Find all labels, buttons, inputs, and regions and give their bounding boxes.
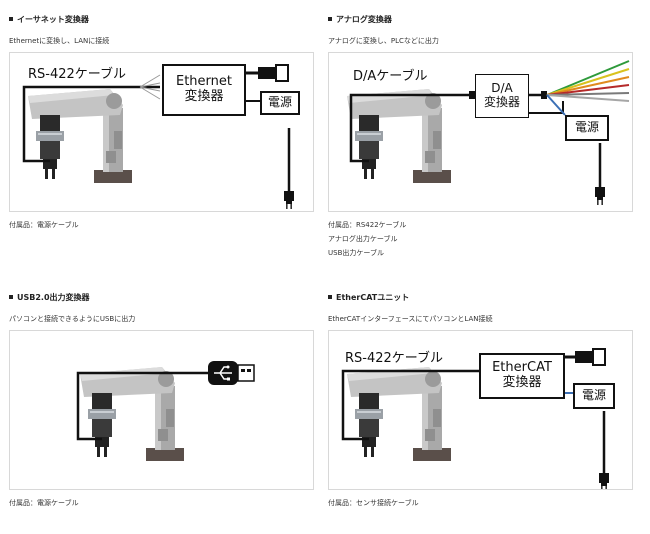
converter-box: EtherCAT 変換器: [479, 353, 565, 399]
power-box: 電源: [260, 91, 300, 115]
converter-type: 変換器: [502, 375, 542, 390]
robot-illustration: [22, 64, 294, 209]
power-box: 電源: [573, 383, 615, 409]
power-label: 電源: [574, 120, 599, 135]
accessories: 付属品：センサ接続ケーブル: [328, 496, 633, 510]
accessories: 付属品：RS422ケーブル アナログ出力ケーブル USB出力ケーブル: [328, 218, 633, 260]
diagram-analog: D/Aケーブル D/A 変換器 電源: [328, 52, 633, 212]
accessory-item: 付属品：電源ケーブル: [9, 499, 79, 507]
power-label: 電源: [267, 95, 292, 110]
section-title: EtherCATユニット: [328, 292, 633, 304]
section-ethercat: EtherCATユニット EtherCATインターフェースにてパソコンとLAN接…: [328, 292, 633, 510]
diagram-ethercat: RS-422ケーブル EtherCAT 変換器 電源: [328, 330, 633, 490]
section-description: EtherCATインターフェースにてパソコンとLAN接続: [328, 315, 493, 323]
robot-illustration: [76, 361, 255, 461]
robot-illustration: [347, 60, 630, 205]
cable-label: RS-422ケーブル: [28, 67, 127, 82]
robot-illustration: [341, 348, 609, 489]
diagram-ethernet: RS-422ケーブル Ethernet 変換器 電源: [9, 52, 314, 212]
section-description: パソコンと接続できるようにUSBに出力: [9, 315, 136, 323]
section-description: アナログに変換し、PLCなどに出力: [328, 37, 439, 45]
accessories: 付属品：電源ケーブル: [9, 218, 314, 232]
converter-type: 変換器: [184, 89, 224, 104]
diagram-usb: [9, 330, 314, 490]
section-analog: アナログ変換器 アナログに変換し、PLCなどに出力 D/Aケーブル D/A: [328, 14, 633, 260]
section-title: アナログ変換器: [328, 14, 633, 26]
cable-label: RS-422ケーブル: [345, 351, 444, 366]
power-box: 電源: [565, 115, 609, 141]
converter-box: Ethernet 変換器: [162, 64, 246, 116]
section-title: USB2.0出力変換器: [9, 292, 314, 304]
cable-label: D/Aケーブル: [353, 69, 428, 84]
accessory-item: 付属品：センサ接続ケーブル: [328, 499, 419, 507]
accessory-item: 付属品：RS422ケーブル: [328, 221, 407, 229]
section-ethernet: イーサネット変換器 Ethernetに変換し、LANに接続 RS-422ケーブル…: [9, 14, 314, 232]
accessory-item: 付属品：電源ケーブル: [9, 221, 79, 229]
power-label: 電源: [581, 388, 606, 403]
converter-name: D/A: [491, 81, 513, 96]
accessories: 付属品：電源ケーブル: [9, 496, 314, 510]
accessory-item: アナログ出力ケーブル: [328, 235, 398, 243]
section-description: Ethernetに変換し、LANに接続: [9, 37, 110, 45]
converter-box: D/A 変換器: [475, 74, 529, 118]
converter-name: Ethernet: [176, 74, 232, 90]
converter-type: 変換器: [483, 95, 520, 109]
section-usb: USB2.0出力変換器 パソコンと接続できるようにUSBに出力 付属品：電源ケー…: [9, 292, 314, 510]
converter-name: EtherCAT: [492, 360, 552, 376]
section-title: イーサネット変換器: [9, 14, 314, 26]
accessory-item: USB出力ケーブル: [328, 249, 384, 257]
